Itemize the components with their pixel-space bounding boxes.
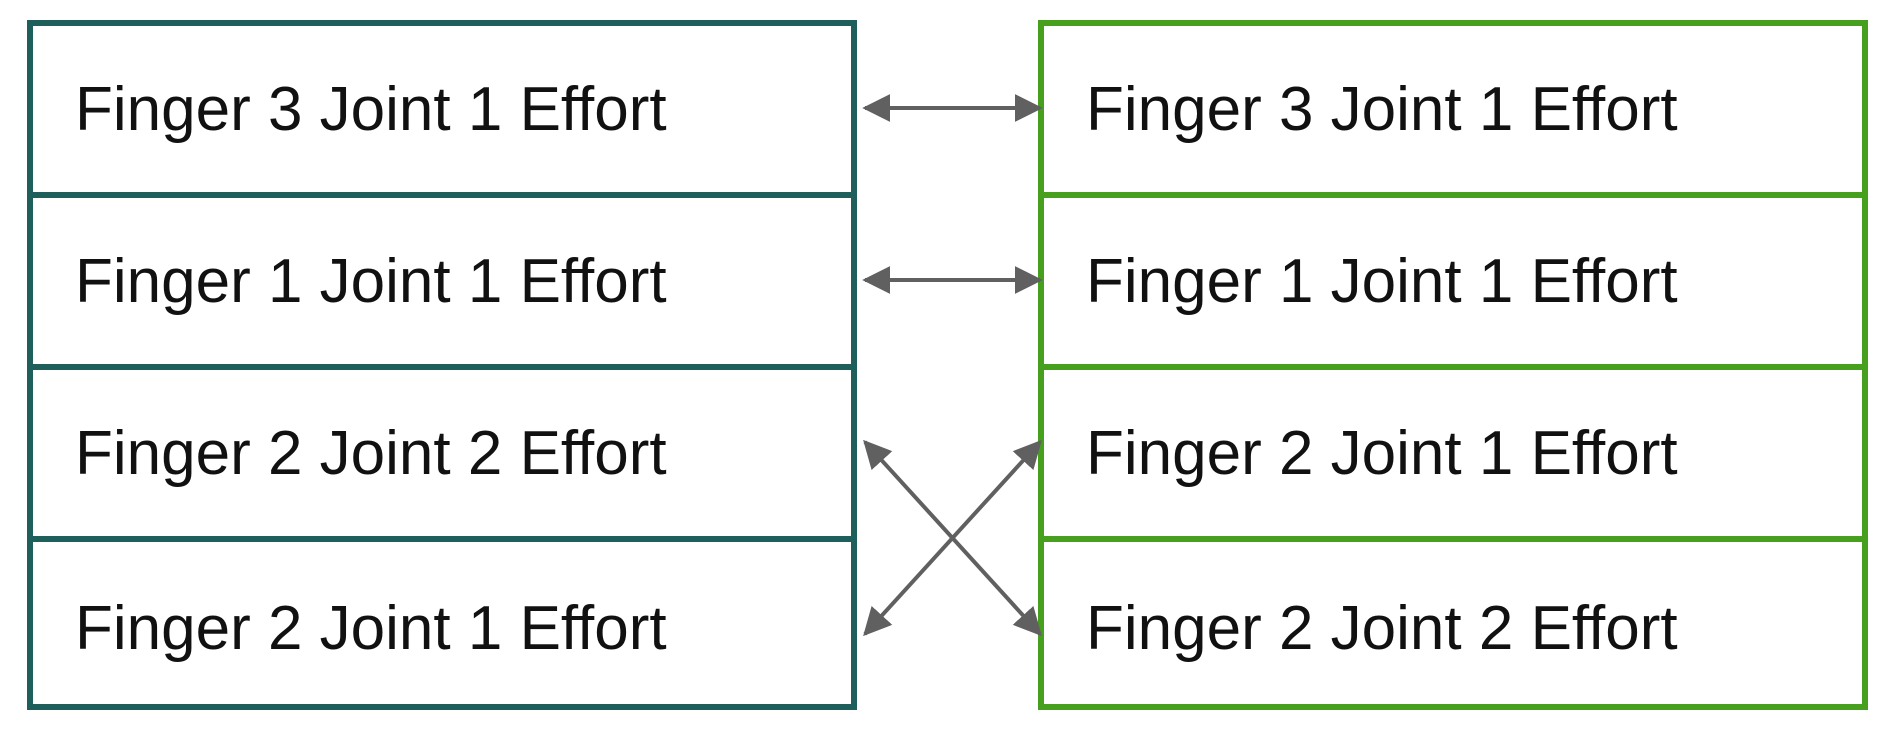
right-item-2: Finger 2 Joint 1 Effort	[1044, 370, 1862, 542]
left-item-3: Finger 2 Joint 1 Effort	[75, 593, 667, 663]
left-item-2: Finger 2 Joint 2 Effort	[33, 370, 851, 542]
right-item-1: Finger 1 Joint 1 Effort	[1044, 198, 1862, 370]
left-item-0: Finger 3 Joint 1 Effort	[33, 26, 851, 198]
connection-arrow-2	[863, 439, 1042, 637]
right-joint-list: Finger 3 Joint 1 Effort Finger 1 Joint 1…	[1038, 20, 1868, 710]
right-item-3: Finger 2 Joint 2 Effort	[1086, 593, 1678, 663]
right-item-0: Finger 3 Joint 1 Effort	[1044, 26, 1862, 198]
connection-arrow-3	[863, 439, 1042, 637]
left-item-1: Finger 1 Joint 1 Effort	[33, 198, 851, 370]
left-joint-list: Finger 3 Joint 1 Effort Finger 1 Joint 1…	[27, 20, 857, 710]
